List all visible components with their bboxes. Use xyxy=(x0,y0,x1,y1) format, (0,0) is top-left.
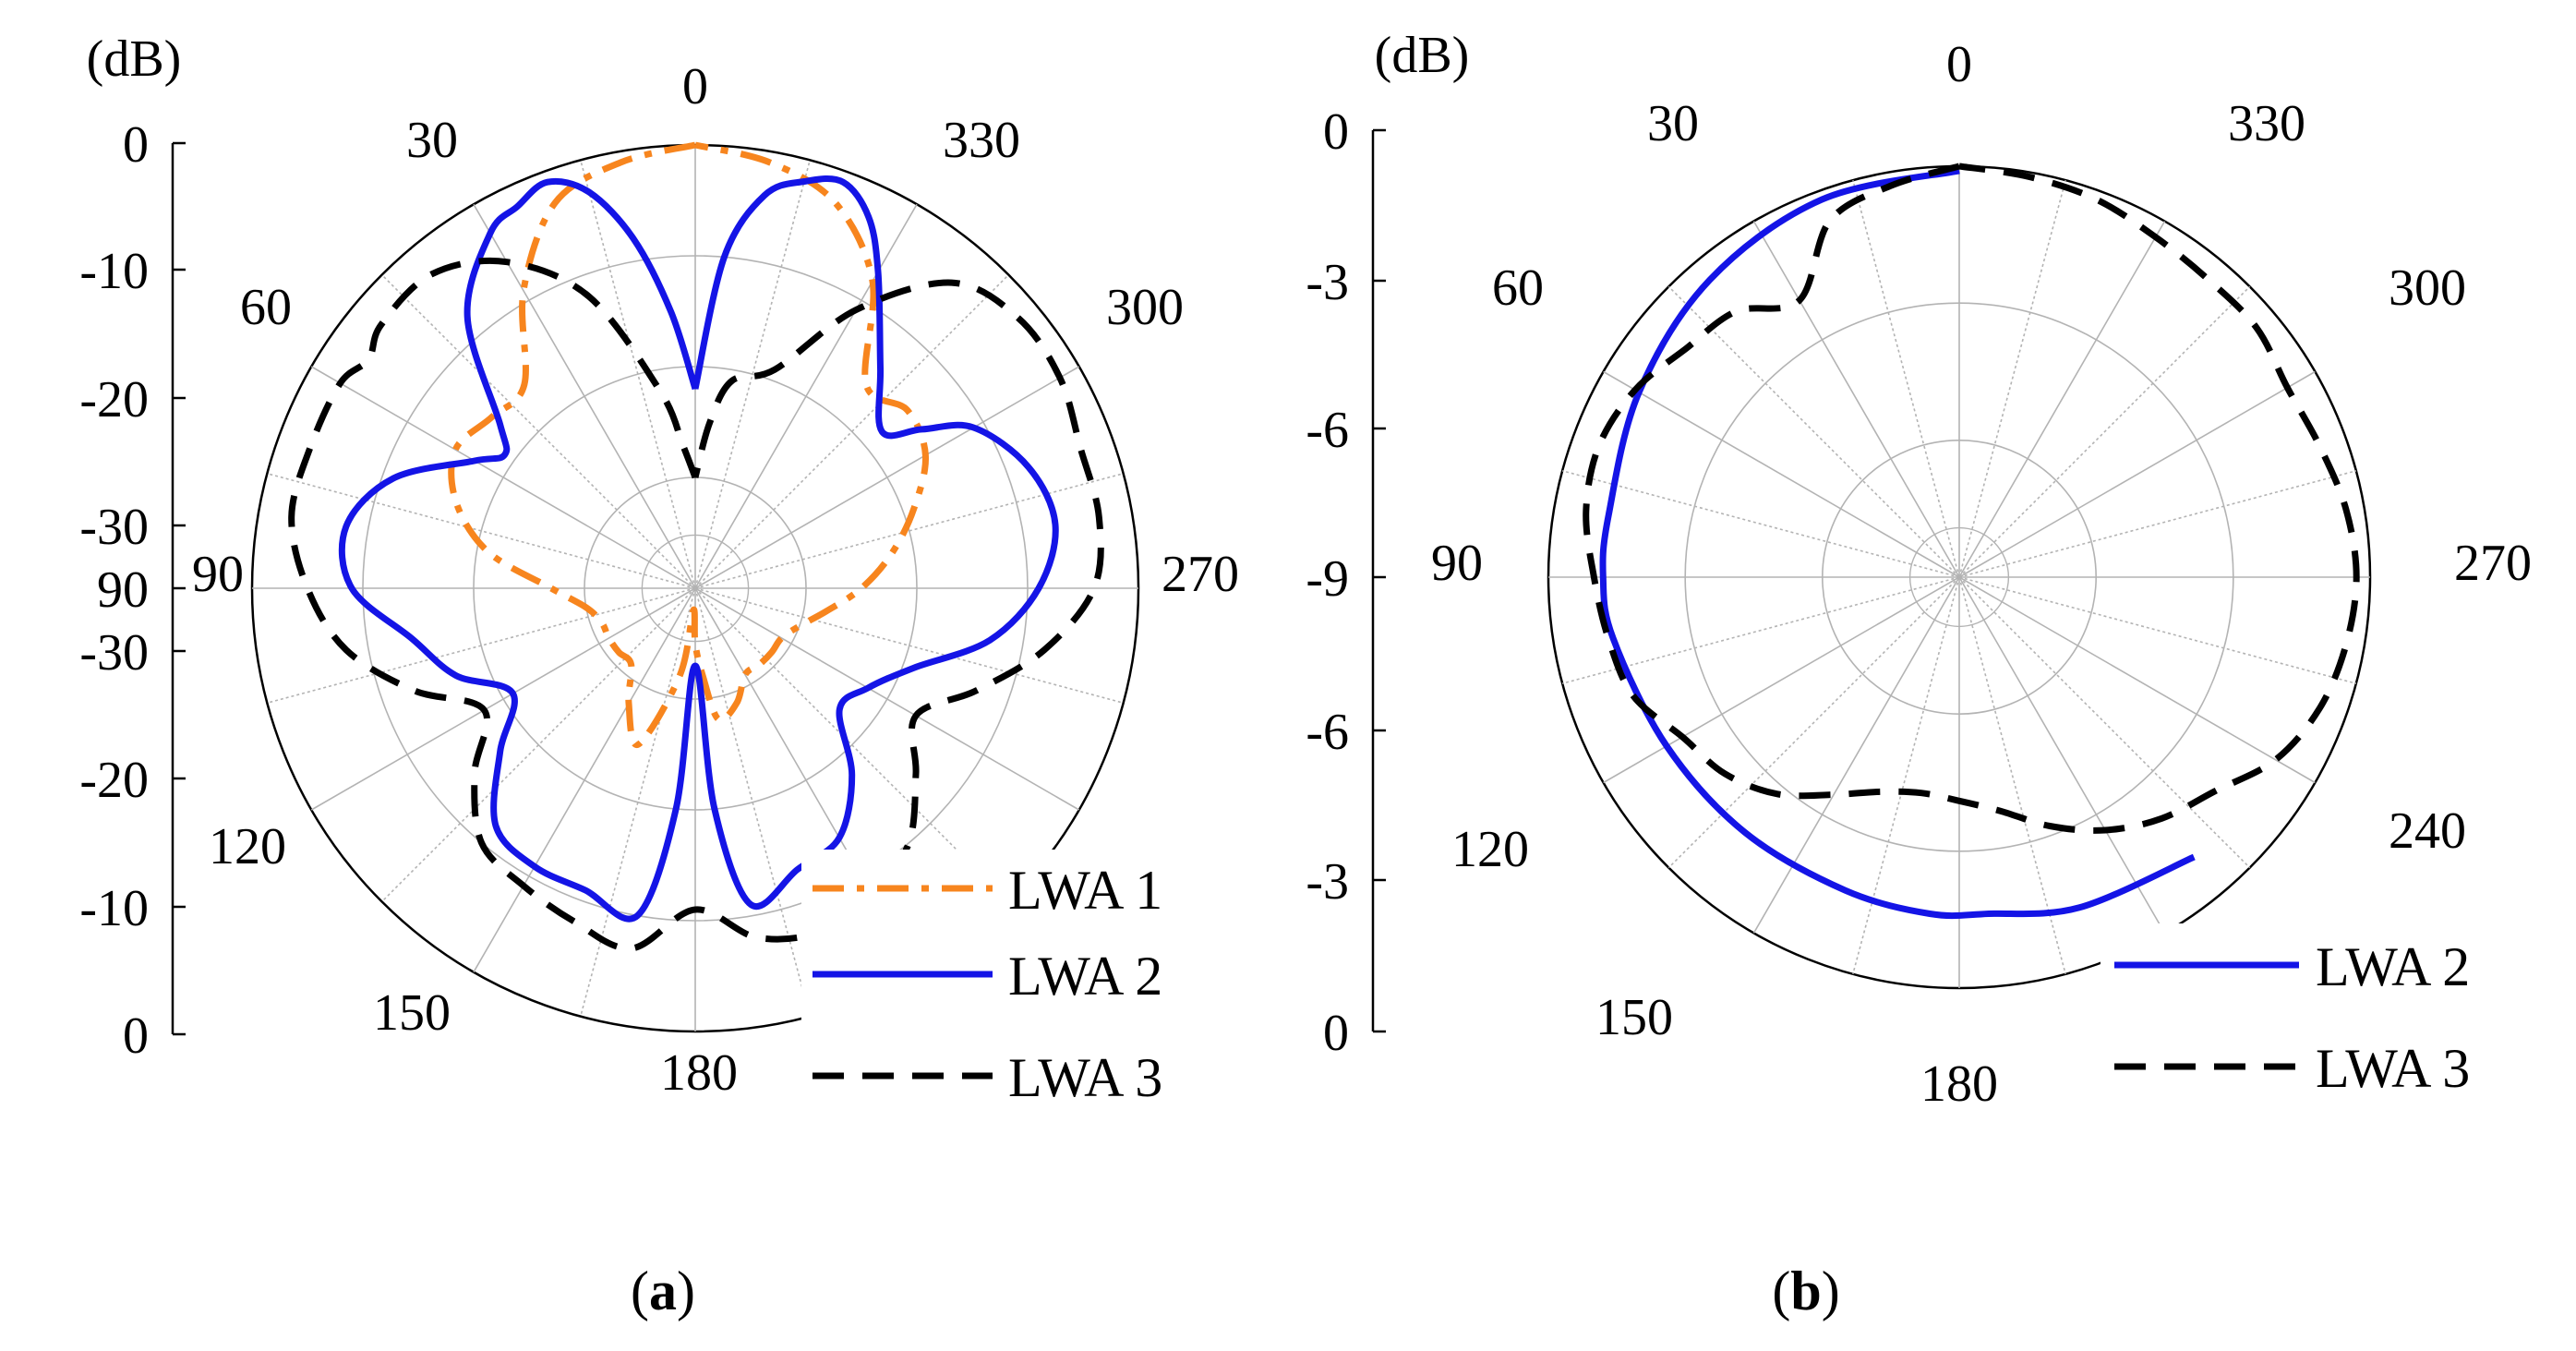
angle-label-300: 300 xyxy=(2389,259,2466,317)
angle-label-90: 90 xyxy=(192,546,244,603)
angle-label-90: 90 xyxy=(1431,535,1483,592)
grid-spoke xyxy=(310,587,696,811)
grid-spoke xyxy=(381,274,696,589)
grid-spoke xyxy=(579,587,696,1017)
caption-a: (a) xyxy=(631,1261,695,1321)
radial-tick-label: -10 xyxy=(79,243,149,300)
angle-label-60: 60 xyxy=(1492,259,1544,317)
legend-label: LWA 1 xyxy=(1008,860,1162,921)
angle-label-60: 60 xyxy=(240,279,292,336)
radial-tick-label: 0 xyxy=(1323,1005,1349,1062)
grid-spoke xyxy=(1852,576,1960,975)
grid-spoke xyxy=(1958,576,2251,869)
radial-tick-label: 0 xyxy=(123,116,149,174)
angle-label-150: 150 xyxy=(1595,989,1673,1046)
grid-spoke xyxy=(694,472,1124,589)
series-line-lwa-3 xyxy=(288,257,1104,952)
series-line-lwa-2 xyxy=(1599,167,2196,920)
series-line-lwa-2 xyxy=(338,175,1059,923)
caption-b: (b) xyxy=(1772,1261,1839,1321)
grid-spoke xyxy=(381,587,696,902)
radial-unit-label: (dB) xyxy=(1375,27,1470,84)
grid-spoke xyxy=(1561,576,1960,684)
legend-label: LWA 2 xyxy=(1008,946,1162,1007)
grid-spoke xyxy=(694,587,1080,811)
legend-label: LWA 3 xyxy=(2316,1038,2470,1099)
legend-label: LWA 2 xyxy=(2316,936,2470,997)
radial-tick-label: -3 xyxy=(1306,853,1349,911)
angle-label-300: 300 xyxy=(1106,279,1184,336)
radial-tick-label: -3 xyxy=(1306,254,1349,311)
grid-spoke xyxy=(473,587,696,973)
grid-spoke xyxy=(694,160,812,589)
angle-label-270: 270 xyxy=(2454,535,2532,592)
radial-tick-label: -20 xyxy=(79,752,149,809)
grid-spoke xyxy=(267,472,696,589)
grid-spoke xyxy=(1958,576,2066,975)
angle-label-240: 240 xyxy=(2389,802,2466,860)
grid-spoke xyxy=(694,203,918,589)
radial-tick-label: -10 xyxy=(79,880,149,937)
angle-label-270: 270 xyxy=(1162,546,1239,603)
grid-spoke xyxy=(1958,576,2316,784)
grid-spoke xyxy=(1852,179,1960,578)
polar-chart-a: 0-10-20-3090-30-20-100(dB)03060901201501… xyxy=(79,30,1239,1127)
grid-spoke xyxy=(1958,470,2357,578)
grid-spoke xyxy=(1561,470,1960,578)
grid-spoke xyxy=(473,203,696,589)
angle-label-330: 330 xyxy=(943,112,1020,169)
radial-tick-label: -20 xyxy=(79,371,149,428)
angle-label-30: 30 xyxy=(406,112,458,169)
angle-label-0: 0 xyxy=(1946,36,1972,93)
grid-spoke xyxy=(1603,576,1960,784)
radial-tick-label: -6 xyxy=(1306,402,1349,459)
grid-spoke xyxy=(1958,576,2166,934)
grid-spoke xyxy=(694,587,1124,705)
angle-label-120: 120 xyxy=(1451,821,1529,878)
grid-spoke xyxy=(1752,221,1960,578)
grid-spoke xyxy=(1958,221,2166,578)
grid-spoke xyxy=(1958,179,2066,578)
radial-unit-label: (dB) xyxy=(87,30,182,88)
angle-label-330: 330 xyxy=(2228,95,2305,152)
angle-label-0: 0 xyxy=(682,58,708,115)
grid-spoke xyxy=(694,587,812,1017)
grid-spoke xyxy=(267,587,696,705)
grid-spoke xyxy=(579,160,696,589)
angle-label-180: 180 xyxy=(1920,1055,1998,1113)
radial-tick-label: -6 xyxy=(1306,704,1349,761)
radial-tick-label: 0 xyxy=(123,1007,149,1065)
grid-spoke xyxy=(310,366,696,589)
grid-spoke xyxy=(694,366,1080,589)
angle-label-150: 150 xyxy=(373,984,451,1042)
grid-spoke xyxy=(1667,285,1960,578)
grid-spoke xyxy=(1667,576,1960,869)
radial-tick-label: -9 xyxy=(1306,550,1349,608)
angle-label-180: 180 xyxy=(660,1044,738,1102)
radial-tick-label: -30 xyxy=(79,624,149,682)
grid-spoke xyxy=(694,274,1009,589)
grid-spoke xyxy=(1958,285,2251,578)
grid-spoke xyxy=(1752,576,1960,934)
radial-tick-label: 90 xyxy=(97,561,149,619)
radial-tick-label: -30 xyxy=(79,499,149,556)
legend-box xyxy=(801,850,1171,1127)
radial-tick-label: 0 xyxy=(1323,103,1349,161)
grid-spoke xyxy=(1603,370,1960,578)
grid-spoke xyxy=(1958,370,2316,578)
grid-spoke xyxy=(1958,576,2357,684)
polar-chart-b: 0 -3 -6 -9 -6 -3 0 (dB) 0 30 60 90 120 150 180 240 270 30… xyxy=(1306,27,2532,1127)
angle-label-120: 120 xyxy=(209,818,286,875)
angle-label-30: 30 xyxy=(1647,95,1699,152)
series-line-lwa-1 xyxy=(448,141,929,748)
series-line-lwa-3 xyxy=(1583,163,2360,834)
legend-label: LWA 3 xyxy=(1008,1047,1162,1108)
legend-box xyxy=(2101,923,2470,1127)
grid-spoke xyxy=(694,587,1009,902)
